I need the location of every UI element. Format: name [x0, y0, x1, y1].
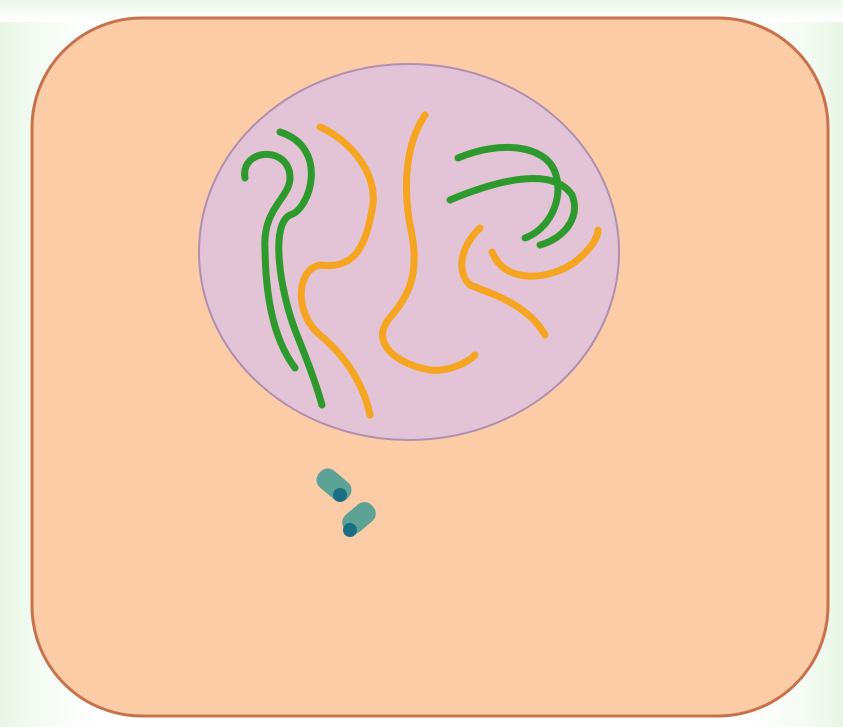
- diagram-canvas: [0, 0, 843, 727]
- cell-diagram: [0, 0, 843, 727]
